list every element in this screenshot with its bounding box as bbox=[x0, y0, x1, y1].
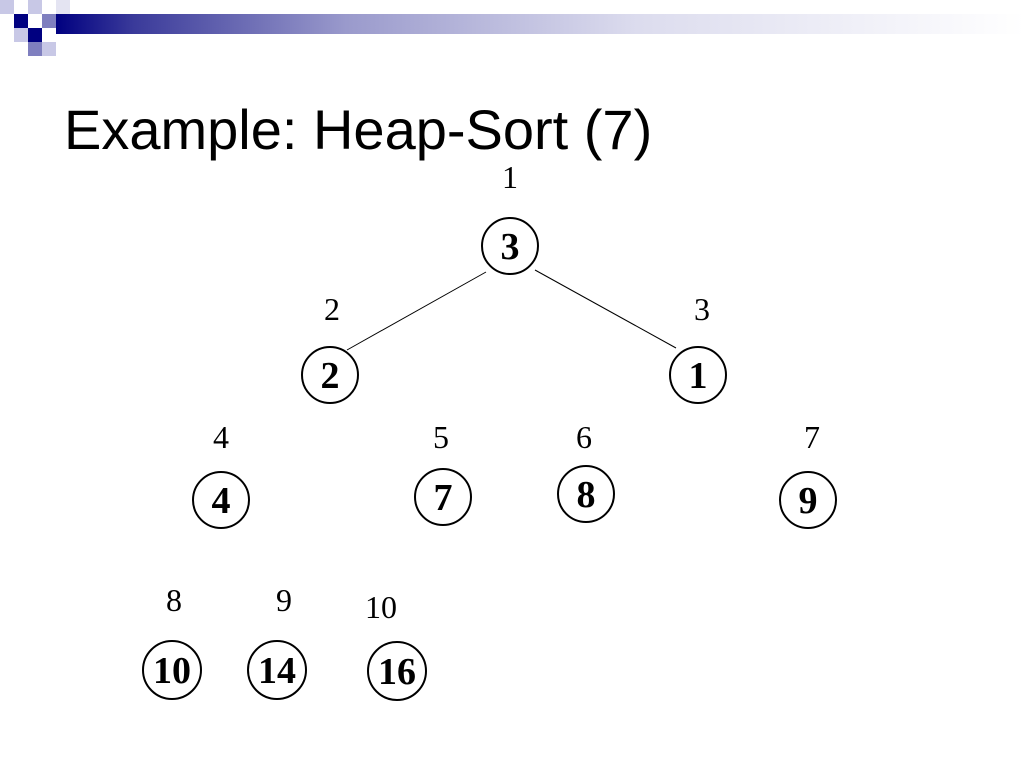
banner-square bbox=[14, 14, 28, 28]
heap-node-circle bbox=[301, 346, 359, 404]
banner-square bbox=[0, 0, 14, 14]
heap-node-3: 31 bbox=[669, 291, 727, 404]
heap-index-label: 1 bbox=[502, 159, 518, 195]
heap-node-circle bbox=[247, 640, 307, 700]
heap-index-label: 6 bbox=[576, 419, 592, 455]
heap-node-value: 4 bbox=[212, 480, 231, 522]
heap-index-label: 3 bbox=[694, 291, 710, 327]
title-banner bbox=[0, 0, 1024, 56]
heap-node-value: 10 bbox=[153, 650, 191, 692]
banner-square bbox=[42, 14, 56, 28]
heap-node-circle bbox=[367, 641, 427, 701]
heap-index-label: 10 bbox=[365, 589, 397, 625]
banner-square bbox=[42, 42, 56, 56]
banner-square bbox=[56, 0, 70, 14]
heap-node-value: 9 bbox=[799, 480, 818, 522]
heap-index-label: 8 bbox=[166, 582, 182, 618]
heap-node-circle bbox=[481, 217, 539, 275]
heap-index-label: 7 bbox=[804, 419, 820, 455]
heap-node-8: 8 10 bbox=[142, 582, 202, 700]
heap-node-9: 9 14 bbox=[247, 582, 307, 700]
slide-title: Example: Heap-Sort (7) bbox=[64, 98, 653, 161]
heap-node-4: 44 bbox=[192, 419, 250, 529]
banner-square bbox=[14, 28, 28, 42]
heap-node-circle bbox=[142, 640, 202, 700]
heap-node-circle bbox=[669, 346, 727, 404]
heap-node-10: 10 16 bbox=[365, 589, 427, 701]
heap-node-5: 57 bbox=[414, 419, 472, 526]
heap-edge-1-2 bbox=[346, 271, 487, 351]
banner-gradient-bar bbox=[56, 14, 1024, 34]
heap-edge-1-3 bbox=[534, 269, 677, 349]
heap-node-value: 2 bbox=[321, 355, 340, 397]
banner-square bbox=[28, 42, 42, 56]
heap-node-circle bbox=[557, 465, 615, 523]
heap-index-label: 9 bbox=[276, 582, 292, 618]
heap-node-value: 16 bbox=[378, 651, 416, 693]
heap-node-value: 3 bbox=[501, 226, 520, 268]
heap-node-value: 8 bbox=[577, 474, 596, 516]
heap-node-value: 7 bbox=[434, 477, 453, 519]
heap-index-label: 4 bbox=[213, 419, 229, 455]
heap-node-value: 1 bbox=[689, 355, 708, 397]
heap-node-value: 14 bbox=[258, 650, 296, 692]
banner-square bbox=[28, 28, 42, 42]
heap-node-6: 68 bbox=[557, 419, 615, 523]
heap-index-label: 2 bbox=[324, 291, 340, 327]
heap-node-circle bbox=[779, 471, 837, 529]
heap-index-label: 5 bbox=[433, 419, 449, 455]
heap-node-circle bbox=[414, 468, 472, 526]
heap-node-7: 79 bbox=[779, 419, 837, 529]
heap-node-circle bbox=[192, 471, 250, 529]
banner-square bbox=[28, 0, 42, 14]
heap-node-2: 22 bbox=[301, 291, 359, 404]
heap-node-1: 13 bbox=[481, 159, 539, 275]
